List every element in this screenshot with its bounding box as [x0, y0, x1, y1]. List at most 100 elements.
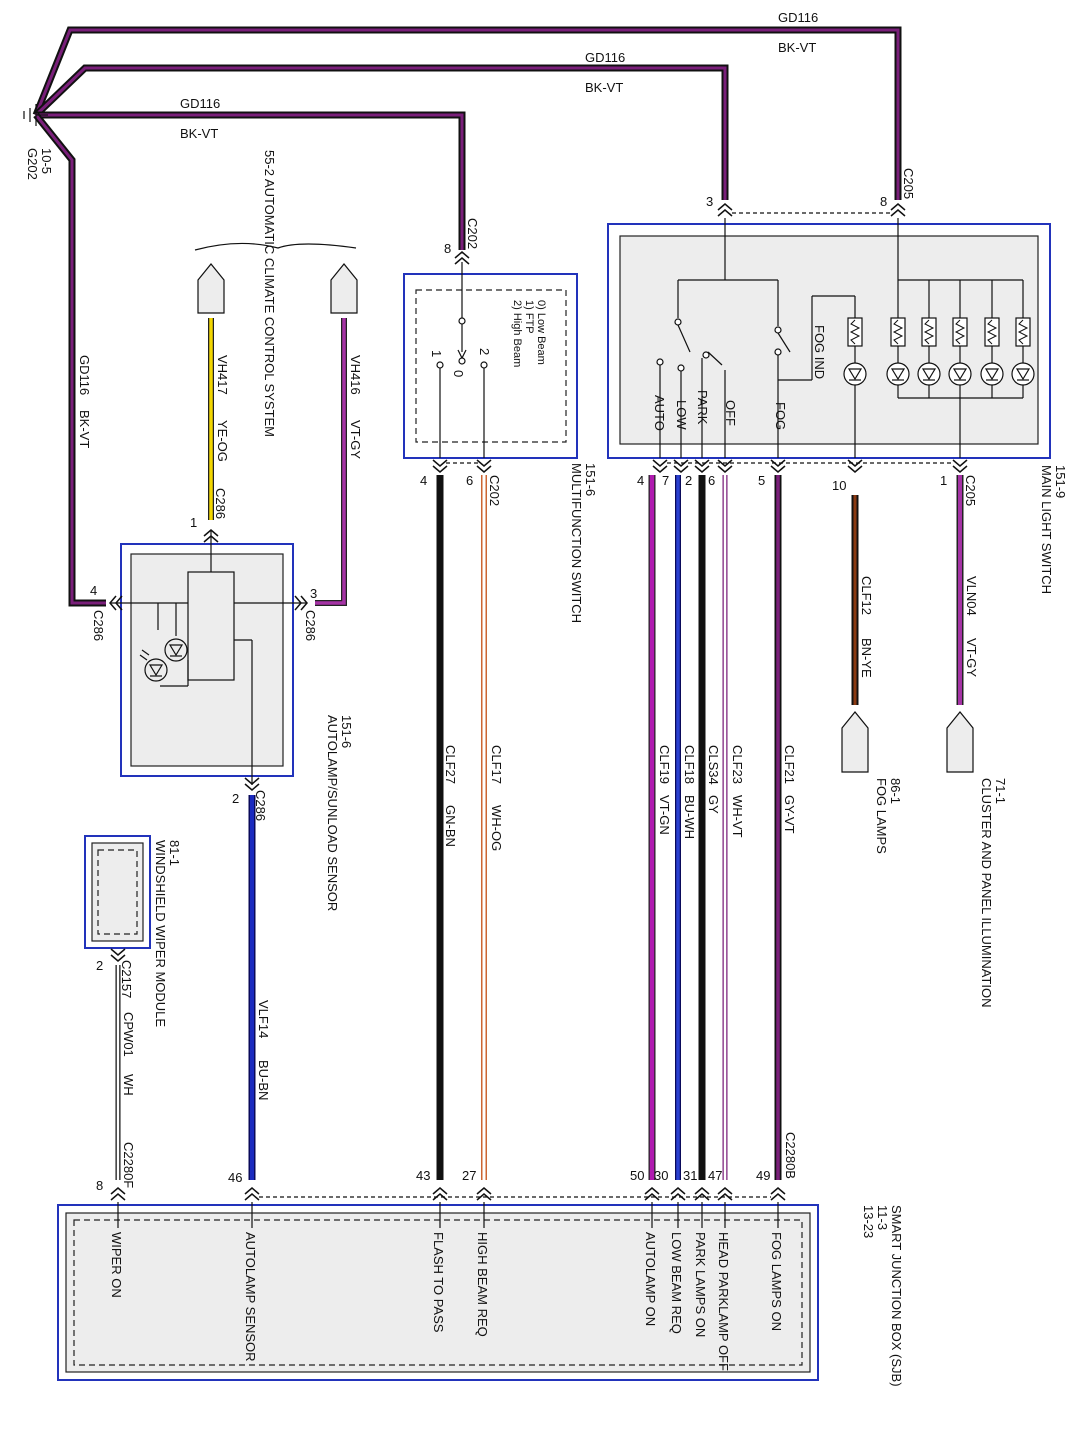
- illumination-leds: [886, 280, 1035, 398]
- sensor-photodiode-2-icon: [144, 658, 168, 682]
- sjb-pin-8: 8: [96, 1178, 103, 1193]
- climate-title: 55-2 AUTOMATIC CLIMATE CONTROL SYSTEM: [262, 150, 277, 437]
- mfs-out-conn: C202: [487, 475, 502, 506]
- wiper-page: 81-1: [167, 840, 182, 866]
- sjb-label-autolamp-on: AUTOLAMP ON: [643, 1232, 658, 1326]
- wiper-pin: 2: [96, 958, 103, 973]
- smart-junction-box: [57, 1202, 819, 1381]
- sjb-pin-49: 49: [756, 1168, 770, 1183]
- sensor-title: AUTOLAMP/SUNLOAD SENSOR: [325, 715, 340, 911]
- cpw01-circuit: CPW01: [121, 1012, 136, 1057]
- sjb-conn-b: C2280B: [783, 1132, 798, 1179]
- cluster-title: CLUSTER AND PANEL ILLUMINATION: [979, 778, 994, 1007]
- illum-led-4-icon: [980, 280, 1004, 398]
- gd116-label-vert: GD116: [77, 355, 92, 395]
- fog-lamps-title: FOG LAMPS: [874, 778, 889, 854]
- c205-pin3-connector-icon: [717, 203, 733, 217]
- sjb-pin-50: 50: [630, 1168, 644, 1183]
- mls-fog: FOG: [773, 402, 788, 430]
- clf23-circuit: CLF23: [730, 745, 745, 784]
- mfs-out-pin-b: 6: [466, 473, 473, 488]
- sjb-pin-47: 47: [708, 1168, 722, 1183]
- fog-lamps-page: 86-1: [888, 778, 903, 804]
- mls-top-pin-a: 3: [706, 194, 713, 209]
- clf12-color: BN-YE: [859, 638, 874, 678]
- vln04-circuit: VLN04: [964, 576, 979, 616]
- mfs-top-conn: C202: [465, 218, 480, 249]
- sjb-label-park-lamps-on: PARK LAMPS ON: [693, 1232, 708, 1337]
- clf21-circuit: CLF21: [782, 745, 797, 784]
- vln04-color: VT-GY: [964, 638, 979, 677]
- wiper-module: [84, 835, 151, 949]
- wiper-title: WINDSHIELD WIPER MODULE: [153, 840, 168, 1027]
- sjb-label-low-beam-req: LOW BEAM REQ: [669, 1232, 684, 1334]
- mls-pin-10: 10: [832, 478, 846, 493]
- clf23-color: WH-VT: [730, 795, 745, 838]
- c202-top-connector-icon: [454, 251, 470, 265]
- climate-brace: [194, 242, 357, 251]
- gd116-label-mid: GD116: [585, 50, 625, 65]
- mls-off: OFF: [723, 400, 738, 426]
- bkvt-label-top: BK-VT: [778, 40, 816, 55]
- mfs-out-pin-a: 4: [420, 473, 427, 488]
- illum-led-2-icon: [917, 280, 941, 398]
- clf18-color: BU-WH: [682, 795, 697, 839]
- sjb-page-b: 13-23: [861, 1205, 876, 1238]
- c2157-connector-icon: [110, 948, 126, 962]
- cluster-page: 71-1: [993, 778, 1008, 804]
- sjb-label-autolamp-sensor: AUTOLAMP SENSOR: [243, 1232, 258, 1362]
- sensor-conn1: C286: [213, 488, 228, 519]
- c286-pin2-connector-icon: [244, 777, 260, 791]
- climate-connector-left-icon: [197, 263, 225, 314]
- clf12-circuit: CLF12: [859, 576, 874, 615]
- sjb-title: SMART JUNCTION BOX (SJB): [889, 1205, 904, 1387]
- cls34-circuit: CLS34: [706, 745, 721, 785]
- sensor-pin2: 2: [232, 791, 239, 806]
- ground-symbol-icon: [23, 104, 48, 126]
- vh416-color: VT-GY: [348, 420, 363, 459]
- mls-fog-ind: FOG IND: [812, 325, 827, 379]
- vh416-circuit: VH416: [348, 355, 363, 395]
- sjb-pin-46: 46: [228, 1170, 242, 1185]
- mls-pin-5: 5: [758, 473, 765, 488]
- sjb-connectors: [110, 1187, 786, 1201]
- clf19-circuit: CLF19: [657, 745, 672, 784]
- autolamp-sensor: [110, 530, 306, 785]
- mls-pin-6: 6: [708, 473, 715, 488]
- mls-top-conn: C205: [901, 168, 916, 199]
- ground-ref: G202: [25, 148, 40, 180]
- sensor-conn3: C286: [303, 610, 318, 641]
- ground-wire-bundle: [32, 26, 902, 607]
- sjb-page-a: 11-3: [875, 1205, 890, 1230]
- illum-led-1-icon: [886, 280, 910, 398]
- clf27-color: GN-BN: [443, 805, 458, 847]
- fog-lamps-connector-icon: [841, 711, 869, 773]
- bkvt-label-vert: BK-VT: [77, 410, 92, 448]
- clf19-color: VT-GN: [657, 795, 672, 835]
- fog-ind-led-icon: [843, 362, 867, 386]
- mls-bottom-connectors: [652, 459, 968, 473]
- c286-pin3-connector-icon: [294, 595, 308, 611]
- c205-pin8-connector-icon: [890, 203, 906, 217]
- illum-led-3-icon: [948, 280, 972, 398]
- mls-page: 151-9: [1053, 465, 1067, 498]
- main-light-switch: [607, 218, 1051, 459]
- mfs-legend2: 2) High Beam: [511, 300, 523, 367]
- sensor-pin4: 4: [90, 583, 97, 598]
- sjb-pin-43: 43: [416, 1168, 430, 1183]
- mls-pin-1: 1: [940, 473, 947, 488]
- clf18-circuit: CLF18: [682, 745, 697, 784]
- mfs-pos2: 2: [477, 348, 492, 355]
- gd116-label-low: GD116: [180, 96, 220, 111]
- mls-pin-2: 2: [685, 473, 692, 488]
- sjb-label-head-parklamp-off: HEAD PARKLAMP OFF: [716, 1232, 731, 1371]
- sensor-pin3: 3: [310, 586, 317, 601]
- sjb-pin-30: 30: [654, 1168, 668, 1183]
- vh417-color: YE-OG: [215, 420, 230, 462]
- sensor-pin1: 1: [190, 515, 197, 530]
- vlf14-color: BU-BN: [256, 1060, 271, 1100]
- sensor-conn4: C286: [91, 610, 106, 641]
- mls-park: PARK: [695, 390, 710, 425]
- wire-vh416: [315, 318, 347, 606]
- mls-title: MAIN LIGHT SWITCH: [1039, 465, 1054, 594]
